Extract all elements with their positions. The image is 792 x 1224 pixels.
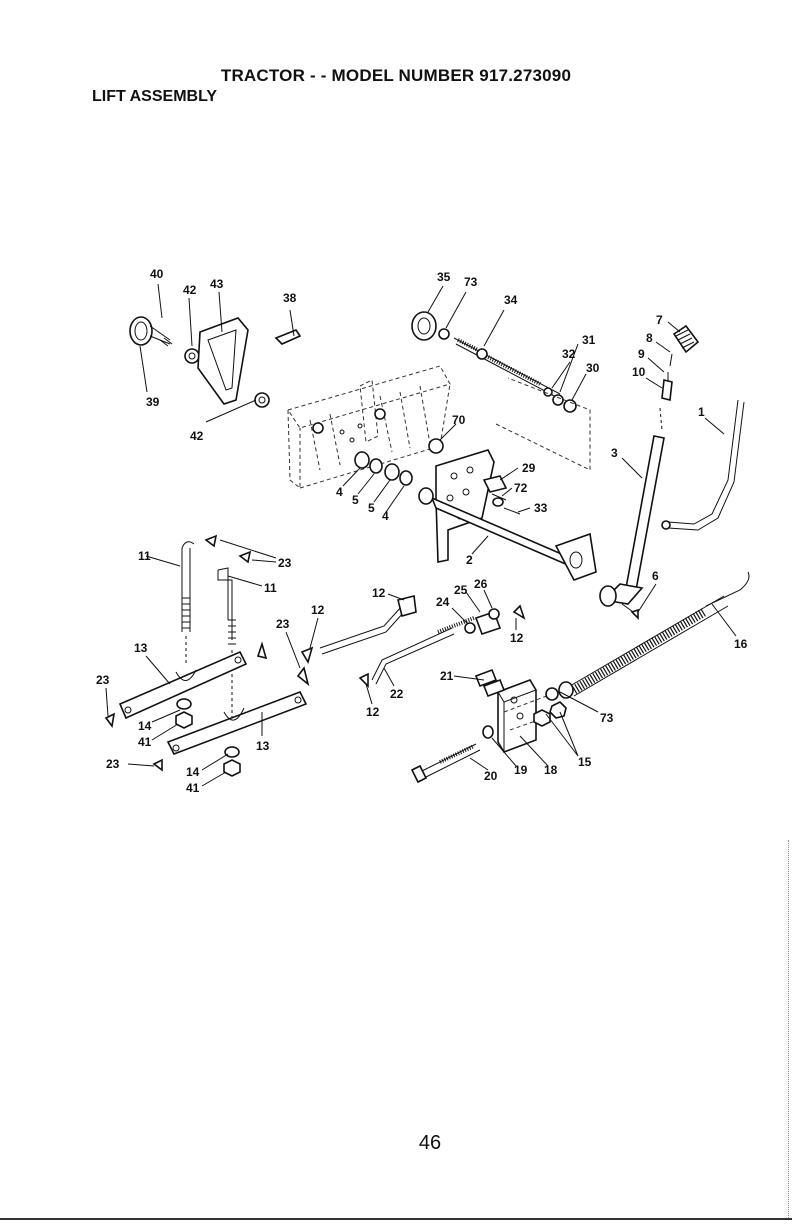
callout-23: 23 <box>276 617 290 631</box>
knob-assembly <box>130 317 300 407</box>
callout-6: 6 <box>652 569 659 583</box>
callout-40: 40 <box>150 267 164 281</box>
callout-73: 73 <box>600 711 614 725</box>
callout-24: 24 <box>436 595 450 609</box>
callout-31: 31 <box>582 333 596 347</box>
callout-14: 14 <box>138 719 152 733</box>
callout-7: 7 <box>656 313 663 327</box>
callout-42: 42 <box>183 283 197 297</box>
callout-5: 5 <box>368 501 375 515</box>
callout-34: 34 <box>504 293 518 307</box>
callout-23: 23 <box>96 673 110 687</box>
callout-42: 42 <box>190 429 204 443</box>
callout-5: 5 <box>352 493 359 507</box>
callout-70: 70 <box>452 413 466 427</box>
callout-23: 23 <box>106 757 120 771</box>
lift-handle <box>600 326 744 606</box>
callout-30: 30 <box>586 361 600 375</box>
callout-32: 32 <box>562 347 576 361</box>
callout-10: 10 <box>632 365 646 379</box>
callout-23: 23 <box>278 556 292 570</box>
callout-11: 11 <box>264 581 277 595</box>
callout-73: 73 <box>464 275 478 289</box>
callout-3: 3 <box>611 446 618 460</box>
scan-edge <box>788 840 790 1218</box>
callout-4: 4 <box>382 509 389 523</box>
page-number: 46 <box>0 1132 792 1155</box>
callout-11: 11 <box>138 549 151 563</box>
lift-links <box>106 536 306 776</box>
spring-bracket <box>412 670 566 782</box>
callout-13: 13 <box>134 641 148 655</box>
callout-8: 8 <box>646 331 653 345</box>
callout-39: 39 <box>146 395 160 409</box>
callout-22: 22 <box>390 687 404 701</box>
callout-12: 12 <box>372 586 386 600</box>
bottom-rule <box>0 1218 792 1220</box>
callout-14: 14 <box>186 765 200 779</box>
callout-33: 33 <box>534 501 548 515</box>
lift-spring <box>559 572 749 698</box>
callout-35: 35 <box>437 270 451 284</box>
frame-bracket <box>288 366 450 488</box>
callout-21: 21 <box>440 669 454 683</box>
callout-12: 12 <box>510 631 524 645</box>
callout-25: 25 <box>454 583 468 597</box>
callout-72: 72 <box>514 481 528 495</box>
clevis <box>465 609 500 634</box>
callout-29: 29 <box>522 461 536 475</box>
callout-1: 1 <box>698 405 705 419</box>
callout-15: 15 <box>578 755 592 769</box>
callout-18: 18 <box>544 763 558 777</box>
callout-20: 20 <box>484 769 498 783</box>
callout-19: 19 <box>514 763 528 777</box>
callout-41: 41 <box>186 781 200 795</box>
callout-2: 2 <box>466 553 473 567</box>
callout-38: 38 <box>283 291 297 305</box>
callout-4: 4 <box>336 485 343 499</box>
callout-12: 12 <box>311 603 325 617</box>
callout-12: 12 <box>366 705 380 719</box>
callout-43: 43 <box>210 277 224 291</box>
callout-9: 9 <box>638 347 645 361</box>
callout-41: 41 <box>138 735 152 749</box>
pin-6 <box>622 604 638 618</box>
callout-labels: 40 42 43 38 39 42 35 73 34 31 32 30 7 8 … <box>96 267 748 795</box>
callout-26: 26 <box>474 577 488 591</box>
callout-16: 16 <box>734 637 748 651</box>
callout-13: 13 <box>256 739 270 753</box>
